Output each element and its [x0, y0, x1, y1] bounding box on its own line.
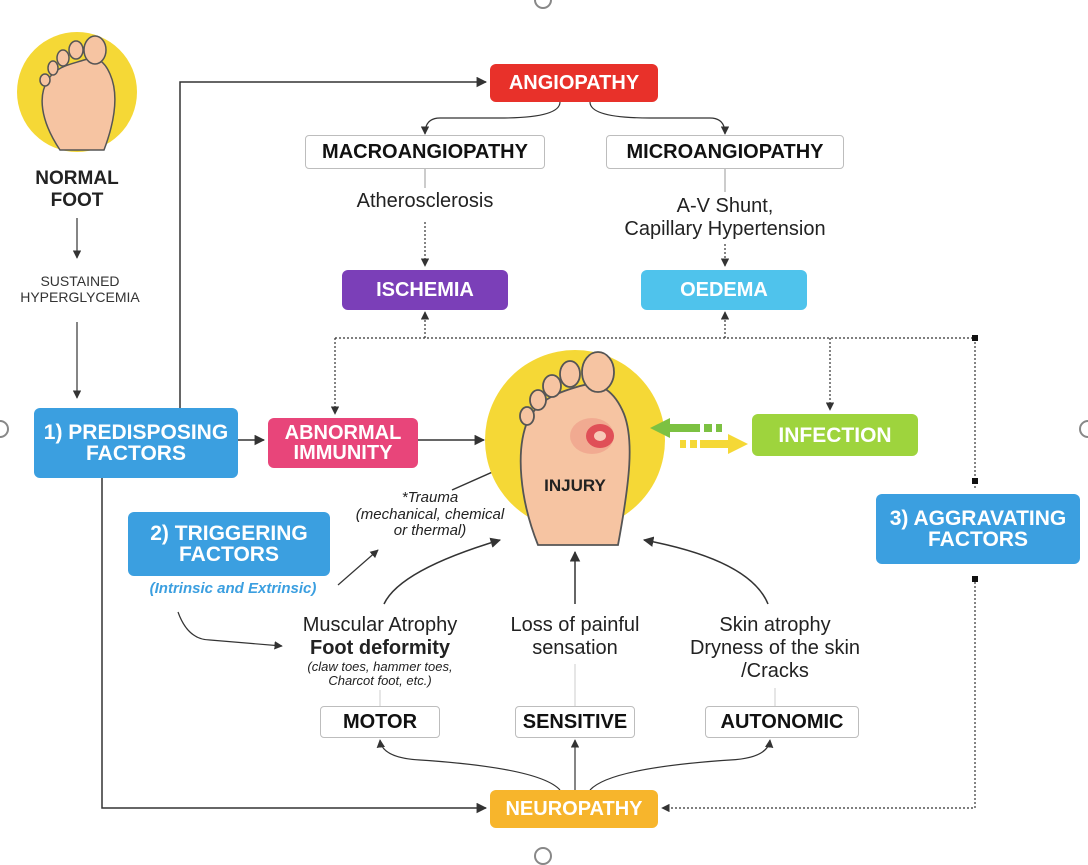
atherosclerosis-label: Atherosclerosis: [356, 190, 494, 212]
junction-square-2: [972, 478, 978, 484]
autonomic-box: AUTONOMIC: [705, 706, 859, 738]
angiopathy-box: ANGIOPATHY: [490, 64, 658, 102]
resize-handle-right[interactable]: [1079, 420, 1088, 438]
injury-label: INJURY: [544, 476, 606, 495]
macroangiopathy-box: MACROANGIOPATHY: [305, 135, 545, 169]
arrow-triggering-to-atrophy: [177, 611, 283, 650]
abnormal-immunity-box: ABNORMAL IMMUNITY: [268, 418, 418, 468]
arrow-angiopathy-to-macro: [420, 101, 561, 135]
normal-foot-label: NORMAL FOOT: [35, 168, 119, 211]
aggravating-factors-box: 3) AGGRAVATING FACTORS: [876, 494, 1080, 564]
foot-deformity-label: Foot deformity: [310, 637, 450, 659]
dotted-aggravating-to-neuropathy: [661, 582, 976, 813]
av-shunt-label: A-V Shunt, Capillary Hypertension: [624, 195, 826, 240]
arrow-neuropathy-to-autonomic: [589, 739, 774, 791]
hyperglycemia-label: SUSTAINED HYPERGLYCEMIA: [20, 273, 140, 306]
arrow-angiopathy-to-micro: [589, 101, 730, 135]
arrow-predisposing-to-angiopathy: [179, 76, 488, 412]
microangiopathy-box: MICROANGIOPATHY: [606, 135, 844, 169]
motor-box: MOTOR: [320, 706, 440, 738]
predisposing-factors-box: 1) PREDISPOSING FACTORS: [34, 408, 238, 478]
foot-icon: [17, 32, 137, 152]
ischemia-box: ISCHEMIA: [342, 270, 508, 310]
skin-atrophy-label: Skin atrophy Dryness of the skin /Cracks: [689, 614, 861, 682]
junction-square-1: [972, 335, 978, 341]
trauma-label: *Trauma (mechanical, chemical or thermal…: [355, 489, 505, 539]
arrow-triggering-to-trauma: [337, 549, 379, 586]
junction-square-3: [972, 576, 978, 582]
arrow-predisposing-to-neuropathy: [101, 478, 488, 814]
loss-of-sensation-label: Loss of painful sensation: [510, 614, 640, 659]
triggering-factors-box: 2) TRIGGERING FACTORS: [128, 512, 330, 576]
sensitive-box: SENSITIVE: [515, 706, 635, 738]
injured-foot-icon: [485, 350, 665, 546]
infection-box: INFECTION: [752, 414, 918, 456]
oedema-box: OEDEMA: [641, 270, 807, 310]
deformity-examples-label: (claw toes, hammer toes, Charcot foot, e…: [307, 659, 453, 689]
muscular-atrophy-label: Muscular Atrophy: [302, 614, 458, 636]
injury-infection-double-arrow: [650, 418, 748, 454]
neuropathy-box: NEUROPATHY: [490, 790, 658, 828]
resize-handle-bottom[interactable]: [534, 847, 552, 865]
arrow-atrophy-to-injury: [383, 537, 502, 605]
arrow-skin-to-injury: [642, 536, 769, 605]
arrow-neuropathy-to-motor: [376, 739, 561, 791]
triggering-subtitle: (Intrinsic and Extrinsic): [149, 580, 317, 597]
